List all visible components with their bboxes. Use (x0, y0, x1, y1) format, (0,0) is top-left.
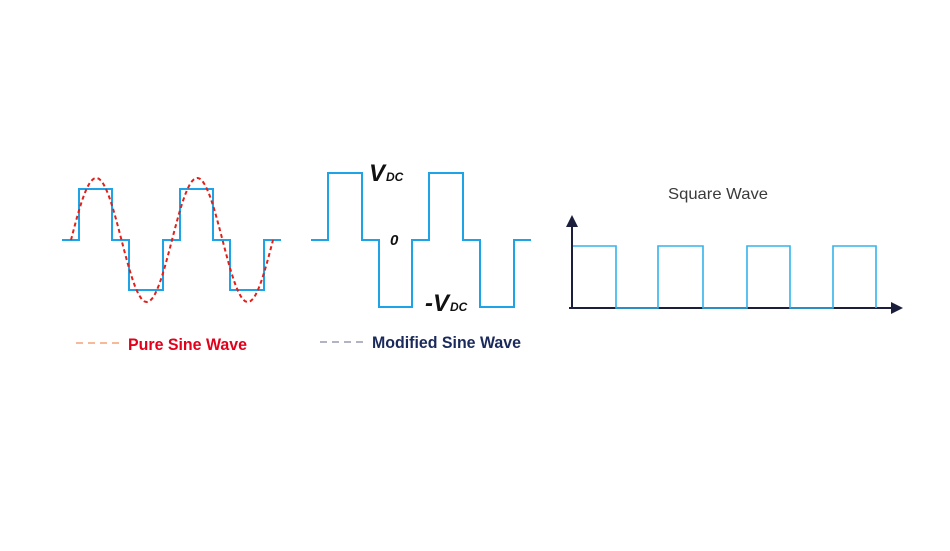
x-axis-arrow-icon (891, 302, 903, 314)
modified-sine-legend-label: Modified Sine Wave (372, 333, 521, 352)
zero-label: 0 (390, 232, 399, 249)
modified-sine-wave (311, 172, 531, 308)
pure-sine-curve (70, 176, 274, 304)
pure-sine-legend-label: Pure Sine Wave (128, 335, 247, 354)
square-wave (573, 245, 877, 309)
vdc-label: VDC (369, 160, 404, 187)
square-wave-title: Square Wave (668, 186, 768, 203)
neg-vdc-label: -VDC (425, 290, 468, 317)
y-axis-arrow-icon (566, 215, 578, 227)
